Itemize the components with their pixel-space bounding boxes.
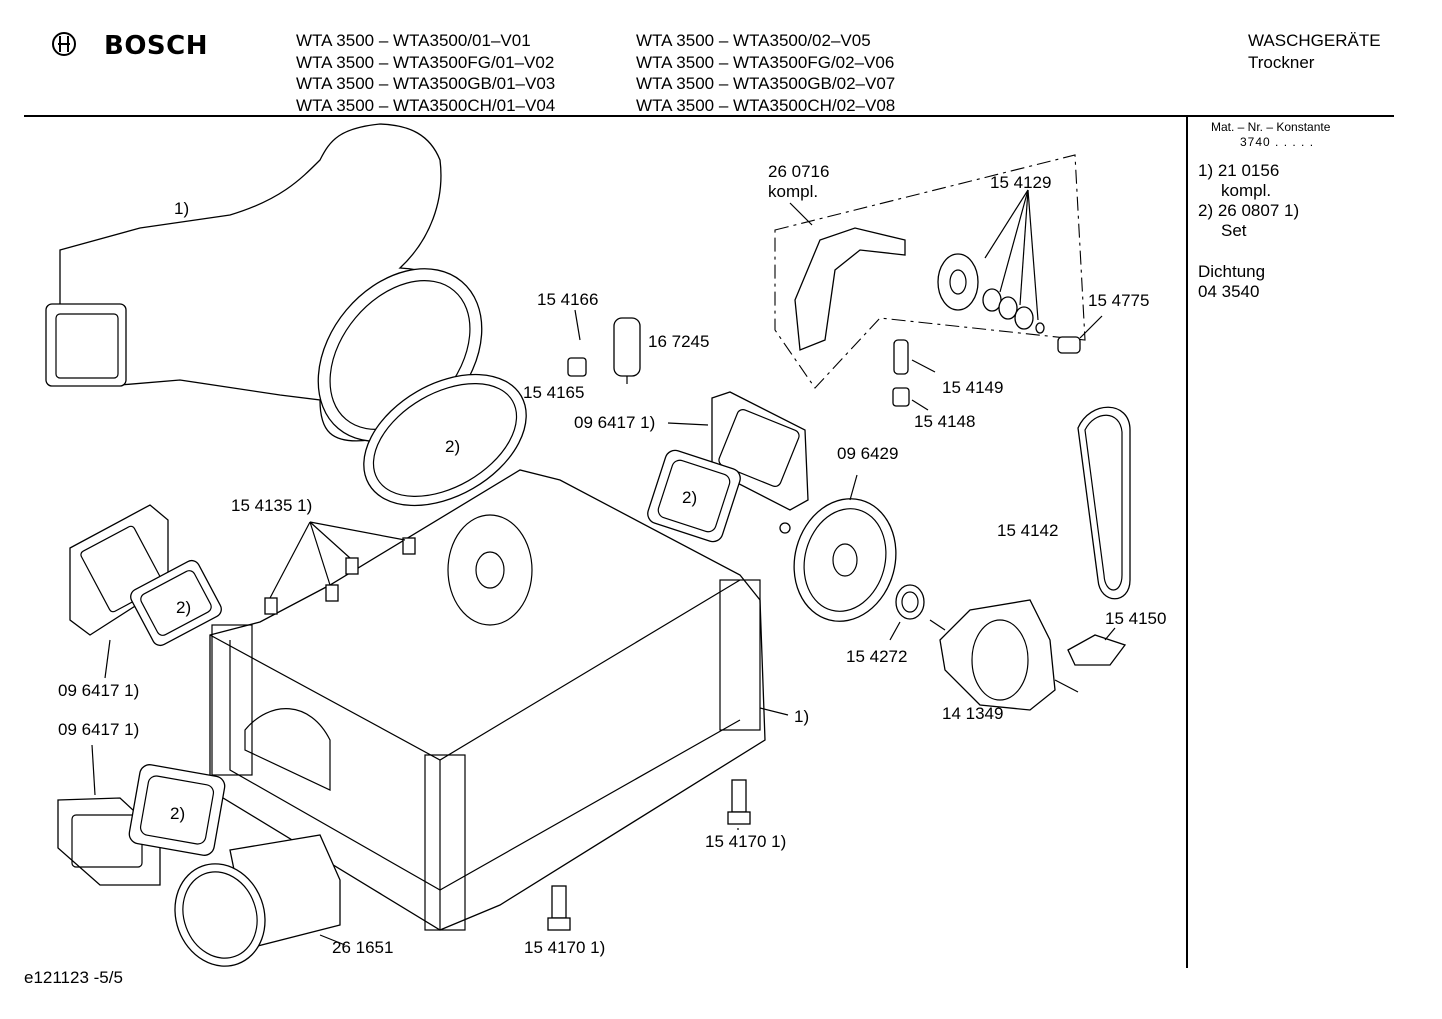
washer-part [779,522,791,534]
callout-flange-mid: 09 6417 1) [574,413,656,432]
callout-spring-holder: 15 4148 [914,412,976,431]
motor-bracket-part [1067,634,1127,666]
callout-sensor-cap: 15 4165 [523,383,585,402]
gasket-mid-part [647,449,741,543]
callout-plug: 15 4775 [1088,291,1150,310]
model-entry: WTA 3500 – WTA3500FG/02–V06 [636,52,895,72]
callout-gasket-bottom: 2) [170,804,186,823]
category-title: WASCHGERÄTE [1248,31,1381,50]
screw-part-bottom [547,885,571,931]
model-entry: WTA 3500 – WTA3500/01–V01 [296,31,531,50]
model-entry: WTA 3500 – WTA3500CH/02–V08 [636,95,896,115]
note-line: kompl. [1221,181,1272,200]
plug-part [1057,315,1103,354]
fan-wheel-part [793,474,897,622]
model-entry: WTA 3500 – WTA3500CH/01–V04 [296,95,556,115]
brand-name: BOSCH [104,31,208,61]
mat-number-value: 3740 . . . . . [1240,135,1315,149]
housing-base-part [209,469,766,931]
motor-part [929,599,1079,711]
screw-part-right [727,779,751,825]
callout-tensioner-kompl: kompl. [768,182,819,201]
callout-pulley: 15 4129 [990,173,1052,192]
seal-number: 04 3540 [1198,282,1260,301]
callout-fan-wheel: 09 6429 [837,444,899,463]
callout-flange-bottom: 09 6417 1) [58,720,140,739]
air-duct-part [45,123,483,442]
callout-flange-left: 09 6417 1) [58,681,140,700]
callout-sensor: 15 4166 [537,290,599,309]
callout-oval-gasket: 2) [445,437,461,456]
oval-gasket-part [363,373,527,507]
gasket-bottom-part [128,764,226,856]
spring-part [893,339,936,375]
callout-bearing-seal: 15 4272 [846,647,908,666]
drive-belt-part [1077,406,1131,600]
spring-holder-part [892,387,929,411]
callout-clips: 15 4135 1) [231,496,313,515]
callout-capacitor: 16 7245 [648,332,710,351]
callout-gasket-left: 2) [176,598,192,617]
capacitor-part [613,317,641,384]
seal-label: Dichtung [1198,262,1266,281]
category-block: WASCHGERÄTE Trockner [1248,30,1381,73]
model-entry: WTA 3500 – WTA3500GB/02–V07 [636,74,896,93]
model-list-left: WTA 3500 – WTA3500/01–V01 WTA 3500 – WTA… [296,30,555,116]
callout-tensioner: 26 0716 [768,162,830,181]
note-line: 2) 26 0807 1) [1198,201,1300,220]
category-subtitle: Trockner [1248,52,1315,72]
sidebar-notes: 1) 21 0156 kompl. 2) 26 0807 1) Set [1198,161,1299,241]
tensioner-arm-part [794,227,906,351]
sensor-part [567,309,587,377]
callout-screw-bottom: 15 4170 1) [524,938,606,957]
note-line: 1) 21 0156 [1198,161,1280,180]
callout-motor-bracket: 15 4150 [1105,609,1167,628]
gasket-left-part [130,559,222,647]
callout-motor: 14 1349 [942,704,1004,723]
bearing-seal-part [889,584,925,641]
callout-air-duct: 1) [174,199,190,218]
tension-pulley-part [937,189,1045,334]
model-entry: WTA 3500 – WTA3500GB/01–V03 [296,74,556,93]
model-entry: WTA 3500 – WTA3500/02–V05 [636,31,871,50]
mat-number-label: Mat. – Nr. – Konstante [1211,120,1331,134]
model-list-right: WTA 3500 – WTA3500/02–V05 WTA 3500 – WTA… [636,30,895,116]
tensioner-assembly-outline [774,154,1086,389]
drawing-id: e121123 -5/5 [24,968,123,987]
model-entry: WTA 3500 – WTA3500FG/01–V02 [296,52,555,72]
note-line: Set [1221,221,1247,240]
bosch-logo-icon [52,32,76,56]
round-adapter-part [174,834,341,967]
callout-belt: 15 4142 [997,521,1059,540]
callout-spring: 15 4149 [942,378,1004,397]
callout-gasket-mid: 2) [682,488,698,507]
clips-part [264,521,416,615]
callout-round-adapter: 26 1651 [332,938,394,957]
callout-housing: 1) [794,707,810,726]
seal-block: Dichtung 04 3540 [1198,262,1265,302]
callout-screw-right: 15 4170 1) [705,832,787,851]
